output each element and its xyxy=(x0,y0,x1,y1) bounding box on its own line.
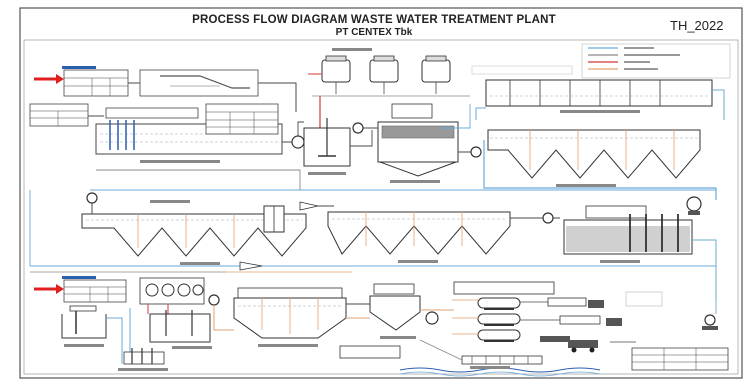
clarifier-top-right xyxy=(487,129,701,187)
flotation-unit xyxy=(360,103,459,183)
clarifier-middle-left xyxy=(81,200,307,265)
pump-3 xyxy=(458,146,482,158)
outlet-pump xyxy=(702,314,718,330)
bar-screen xyxy=(139,69,259,97)
diagram-title: PROCESS FLOW DIAGRAM WASTE WATER TREATME… xyxy=(192,14,556,26)
pump-7 xyxy=(425,311,439,325)
parameter-table-center xyxy=(205,103,279,135)
chemical-dosing-bottom xyxy=(139,277,205,314)
river-discharge xyxy=(399,366,601,377)
diagram-subtitle: PT CENTEX Tbk xyxy=(335,27,413,38)
clarifier-middle-center xyxy=(327,211,511,263)
pipe-network xyxy=(29,104,717,361)
pump-6 xyxy=(208,294,220,306)
pump-4 xyxy=(86,192,98,204)
neutralization-tank xyxy=(303,118,351,175)
pump-5 xyxy=(542,212,554,224)
aeration-tank-top xyxy=(471,65,713,113)
sludge-dewatering-units xyxy=(452,281,555,342)
legend xyxy=(581,43,731,79)
chemical-dosing-tanks xyxy=(310,48,470,97)
sludge-arrow xyxy=(239,261,263,271)
sedimentation-tank-bottom xyxy=(233,287,347,347)
collection-pit xyxy=(61,305,107,347)
pump-station-bottom xyxy=(118,348,168,371)
title-block xyxy=(631,347,729,371)
parameter-table-left xyxy=(29,103,89,127)
year-label: TH_2022 xyxy=(670,18,724,33)
sludge-truck xyxy=(568,340,598,353)
diagram-inner-border xyxy=(23,39,739,375)
inlet-table-1 xyxy=(63,69,129,97)
pump-2 xyxy=(352,122,364,134)
outlet-box xyxy=(625,291,663,307)
inlet-table-2 xyxy=(63,279,127,303)
inlet-arrow-2 xyxy=(34,284,64,294)
mixing-tank-bottom xyxy=(149,310,212,349)
stream-1-label xyxy=(62,66,96,69)
clarifier-bottom-center xyxy=(369,283,421,339)
sand-filter xyxy=(563,205,693,263)
conveyor-units-right xyxy=(520,297,622,342)
stream-2-label xyxy=(62,276,96,279)
flow-arrow-middle xyxy=(299,201,319,211)
blower xyxy=(686,196,702,215)
sludge-box xyxy=(339,345,401,359)
sludge-drying-bed xyxy=(461,355,543,365)
inlet-arrow-1 xyxy=(34,74,64,84)
